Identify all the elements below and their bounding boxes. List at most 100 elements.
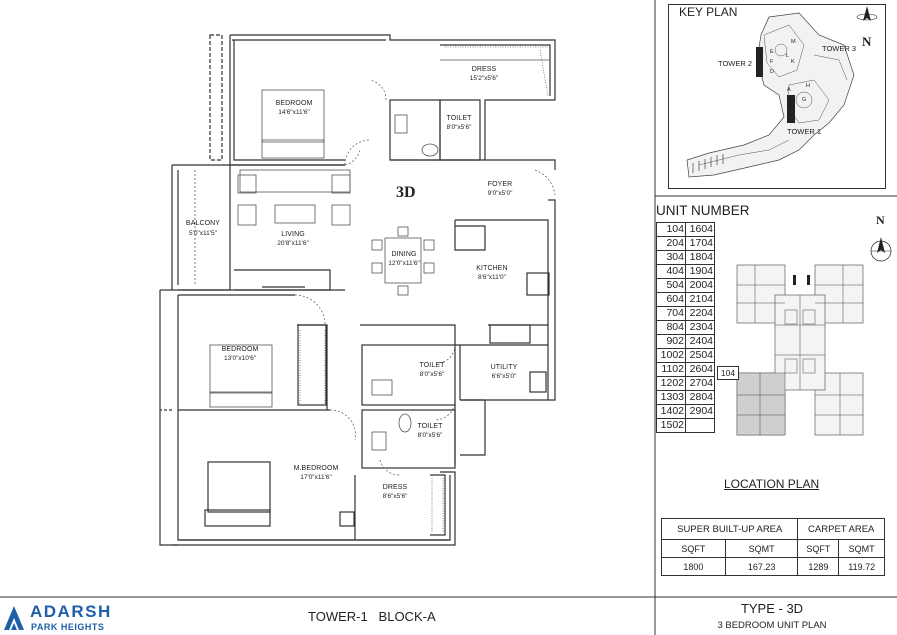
unit-number-cell: 304	[656, 250, 686, 265]
unit-number-cell: 902	[656, 334, 686, 349]
unit-number-cell: 604	[656, 292, 686, 307]
unit-number-cell: 1202	[656, 376, 686, 391]
room-label-dress-low: DRESS	[382, 484, 408, 491]
location-plan-unit-tag: 104	[717, 366, 739, 380]
area-unit: SQFT	[797, 539, 840, 558]
room-dim-toilet-low: 8'0"x5'6"	[417, 432, 443, 439]
floor-plan	[159, 34, 556, 546]
room-dim-dress-low: 8'6"x5'6"	[382, 493, 408, 500]
room-label-bedroom-mid: BEDROOM	[221, 346, 259, 353]
room-dim-balcony: 5'0"x11'5"	[189, 230, 217, 237]
type-subtitle: 3 BEDROOM UNIT PLAN	[717, 620, 827, 631]
room-label-bedroom-top: BEDROOM	[275, 100, 313, 107]
unit-number-cell: 2704	[685, 376, 715, 391]
unit-number-cell: 2904	[685, 404, 715, 419]
svg-text:E: E	[770, 49, 774, 55]
type-title: TYPE - 3D	[740, 601, 804, 616]
unit-number-cell: 1904	[685, 264, 715, 279]
unit-number-cell: 1502	[656, 418, 686, 433]
unit-number-cell: 1804	[685, 250, 715, 265]
key-plan-title: KEY PLAN	[679, 5, 738, 19]
svg-text:M: M	[791, 39, 796, 45]
unit-number-cell: 1002	[656, 348, 686, 363]
unit-number-cell: 2304	[685, 320, 715, 335]
unit-number-title: UNIT NUMBER	[656, 203, 750, 218]
unit-number-cell: 804	[656, 320, 686, 335]
location-plan	[736, 264, 864, 436]
tower-block-label: TOWER-1 BLOCK-A	[308, 609, 436, 624]
unit-number-cell: 404	[656, 264, 686, 279]
svg-text:F: F	[770, 59, 774, 65]
area-table: SUPER BUILT-UP AREA CARPET AREA SQFT SQM…	[660, 518, 885, 576]
key-plan-site: MLK EFD HGA	[686, 12, 855, 178]
key-plan-box	[668, 4, 886, 189]
key-plan-tower3: TOWER 3	[822, 44, 857, 53]
unit-number-cell: 2204	[685, 306, 715, 321]
room-dim-kitchen: 8'6"x11'0"	[478, 274, 506, 281]
room-label-living: LIVING	[281, 231, 305, 238]
room-label-kitchen: KITCHEN	[476, 265, 508, 272]
location-plan-unit-tag-text: 104	[720, 368, 736, 378]
unit-number-cell: 2604	[685, 362, 715, 377]
room-dim-toilet-top: 8'0"x5'6"	[446, 124, 472, 131]
svg-text:H: H	[806, 83, 810, 89]
unit-number-cell: 1704	[685, 236, 715, 251]
unit-number-cell: 104	[656, 222, 686, 237]
room-label-toilet-low: TOILET	[417, 423, 443, 430]
room-label-toilet-top: TOILET	[446, 115, 472, 122]
area-value: 1800	[661, 557, 726, 576]
area-value: 167.23	[724, 557, 799, 576]
svg-text:L: L	[786, 53, 789, 59]
unit-number-cell: 2804	[685, 390, 715, 405]
room-dim-living: 20'8"x11'6"	[277, 240, 309, 247]
unit-number-cell: 204	[656, 236, 686, 251]
location-north-icon	[870, 237, 892, 262]
svg-text:D: D	[770, 69, 774, 75]
unit-number-cell: 704	[656, 306, 686, 321]
unit-number-cell: 2004	[685, 278, 715, 293]
key-plan-tower1: TOWER 1	[787, 127, 822, 136]
room-dim-bedroom-top: 14'6"x11'6"	[278, 109, 310, 116]
location-north-label: N	[876, 213, 885, 227]
room-label-balcony: BALCONY	[185, 220, 221, 227]
svg-text:G: G	[802, 97, 806, 103]
north-arrow-icon	[856, 6, 878, 21]
area-value: 1289	[797, 557, 840, 576]
room-dim-bedroom-mid: 13'0"x10'6"	[223, 355, 257, 362]
room-dim-dining: 12'0"x11'6"	[388, 260, 420, 267]
room-dim-foyer: 9'0"x5'0"	[487, 190, 513, 197]
unit-type-label: 3D	[396, 184, 416, 201]
key-plan-tower2: TOWER 2	[718, 59, 753, 68]
unit-number-row: 1502	[656, 418, 715, 433]
room-label-master-bedroom: M.BEDROOM	[293, 465, 339, 472]
area-value: 119.72	[838, 557, 885, 576]
area-super-label: SUPER BUILT-UP AREA	[660, 518, 799, 540]
room-dim-toilet-mid: 8'0"x5'6"	[419, 371, 445, 378]
unit-number-cell: 1604	[685, 222, 715, 237]
area-carpet-label: CARPET AREA	[797, 518, 885, 540]
brand-sub: PARK HEIGHTS	[31, 622, 105, 632]
room-label-foyer: FOYER	[487, 181, 513, 188]
room-label-utility: UTILITY	[490, 364, 518, 371]
svg-text:A: A	[787, 87, 791, 93]
room-label-dress-top: DRESS	[471, 66, 497, 73]
area-unit: SQMT	[838, 539, 885, 558]
room-dim-utility: 6'6"x5'0"	[491, 373, 517, 380]
unit-number-cell: 1303	[656, 390, 686, 405]
unit-number-cell: 2504	[685, 348, 715, 363]
room-dim-dress-top: 15'2"x5'6"	[469, 75, 499, 82]
area-unit: SQFT	[661, 539, 726, 558]
brand-name: ADARSH	[30, 602, 112, 621]
